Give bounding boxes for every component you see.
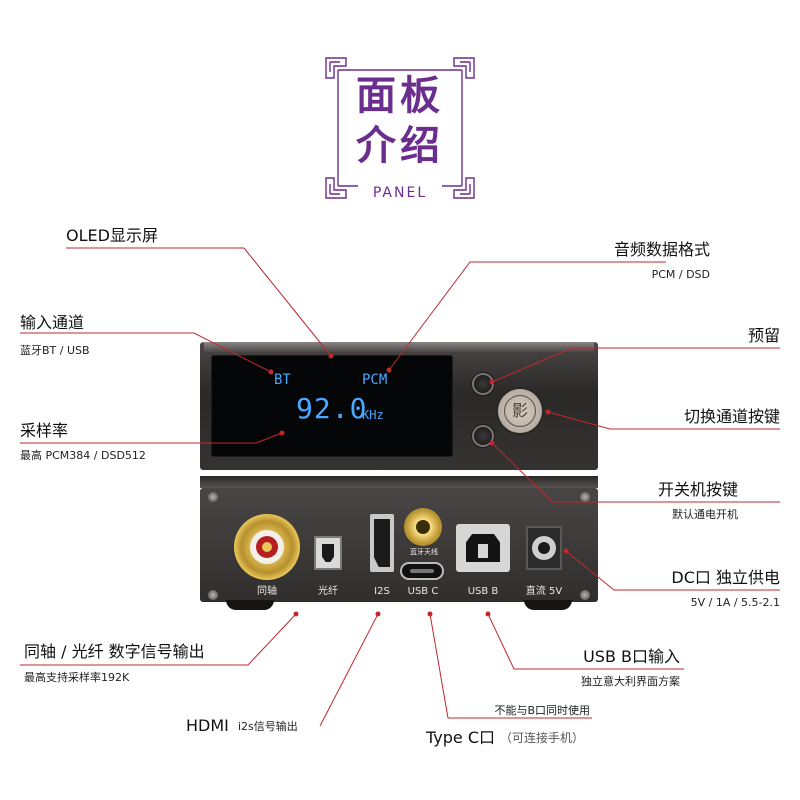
power-button-sub: 默认通电开机 — [672, 508, 738, 521]
hdmi-sub: i2s信号输出 — [238, 720, 298, 733]
reserved-label: 预留 — [747, 326, 780, 345]
screw-icon — [580, 590, 590, 600]
reserved-button[interactable] — [474, 375, 492, 393]
screw-icon — [208, 492, 218, 502]
power-button-label: 开关机按键 — [657, 480, 738, 499]
usb-c-port-label: USB C — [407, 586, 439, 597]
type-c-sub: （可连接手机） — [500, 731, 585, 745]
rear-top-edge — [200, 476, 598, 488]
type-c-label: Type C口 — [426, 728, 496, 747]
coax-optical-label: 同轴 / 光纤 数字信号输出 — [24, 642, 205, 661]
usb-b-port-label: USB B — [467, 586, 499, 597]
usb-b-port[interactable] — [456, 524, 510, 572]
dc-power-label: DC口 独立供电 — [671, 568, 780, 587]
sample-rate-sub: 最高 PCM384 / DSD512 — [20, 449, 146, 462]
usb-c-port[interactable] — [402, 564, 442, 578]
title-main-line1: 面板 — [356, 73, 444, 119]
antenna-label: 蓝牙天线 — [410, 548, 438, 556]
title-subtitle: PANEL — [372, 185, 428, 201]
channel-switch-label: 切换通道按键 — [683, 407, 780, 426]
dc-power-jack[interactable] — [526, 526, 562, 570]
hdmi-label: HDMI — [186, 716, 229, 735]
sample-rate-label: 采样率 — [20, 421, 69, 440]
type-c-note: 不能与B口同时使用 — [494, 704, 590, 717]
power-button[interactable] — [474, 427, 492, 445]
title-main-line2: 介绍 — [356, 123, 444, 169]
audio-format-label: 音频数据格式 — [613, 240, 710, 259]
input-channel-sub: 蓝牙BT / USB — [20, 344, 90, 357]
oled-rate: 92.0 — [296, 392, 368, 425]
audio-format-sub: PCM / DSD — [651, 268, 710, 281]
usb-b-sub: 独立意大利界面方案 — [581, 675, 680, 688]
channel-switch-knob[interactable]: 影 — [498, 389, 542, 433]
title-frame — [325, 57, 475, 199]
coax-optical-sub: 最高支持采样率192K — [24, 671, 130, 684]
oled-display-label: OLED显示屏 — [66, 226, 158, 245]
oled-display: BT PCM 92.0 KHz — [212, 356, 452, 456]
logo-seal-icon: 影 — [504, 395, 536, 427]
coaxial-port[interactable] — [234, 514, 300, 580]
i2s-port-label: I2S — [374, 586, 390, 597]
oled-source: BT — [274, 372, 291, 388]
device-feet — [226, 600, 572, 610]
dc-port-label: 直流 5V — [525, 586, 563, 597]
oled-unit: KHz — [362, 408, 384, 422]
optical-port-label: 光纤 — [318, 586, 338, 597]
dc-power-sub: 5V / 1A / 5.5-2.1 — [690, 596, 780, 609]
front-top-edge — [204, 342, 594, 352]
usb-b-label: USB B口输入 — [583, 647, 680, 666]
screw-icon — [580, 492, 590, 502]
oled-format: PCM — [362, 372, 388, 388]
hdmi-port[interactable] — [370, 514, 394, 572]
optical-port[interactable] — [314, 536, 342, 570]
input-channel-label: 输入通道 — [20, 313, 85, 332]
screw-icon — [208, 590, 218, 600]
coaxial-port-label: 同轴 — [257, 586, 277, 597]
antenna-connector[interactable] — [404, 508, 442, 546]
